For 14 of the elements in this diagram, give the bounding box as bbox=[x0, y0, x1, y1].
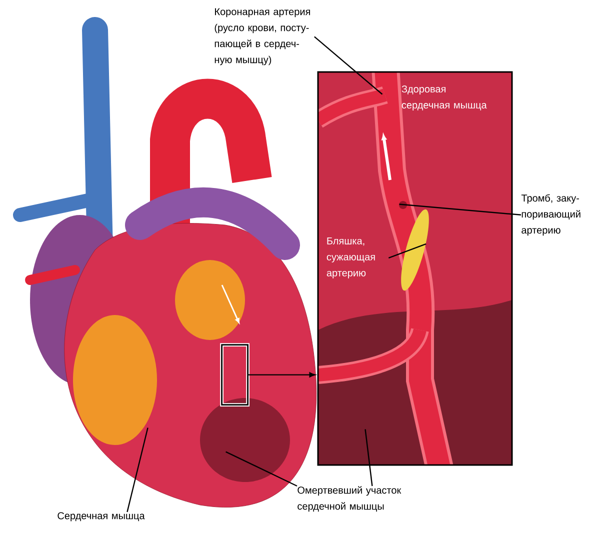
leader-line bbox=[388, 243, 426, 258]
callout-label: Коронарная артерия (русло крови, посту- пающей в сердеч- ную мышцу) bbox=[214, 8, 310, 66]
inset-label: Здоровая сердечная мышца bbox=[402, 85, 487, 110]
leader-line bbox=[126, 428, 148, 512]
inset-label: Бляшка, сужающая артерию bbox=[326, 237, 375, 278]
leader-line bbox=[314, 36, 383, 95]
callout-label: Сердечная мышца bbox=[58, 512, 145, 522]
callout-label: Тромб, заку- поривающий артерию bbox=[521, 194, 580, 236]
arrow bbox=[248, 372, 316, 378]
callout-label: Омертвевший участок сердечной мышцы bbox=[298, 486, 402, 512]
leader-line bbox=[364, 429, 373, 486]
zoom-rectangle bbox=[220, 343, 250, 406]
inset-drawing bbox=[317, 71, 513, 466]
leader-line bbox=[399, 204, 522, 216]
